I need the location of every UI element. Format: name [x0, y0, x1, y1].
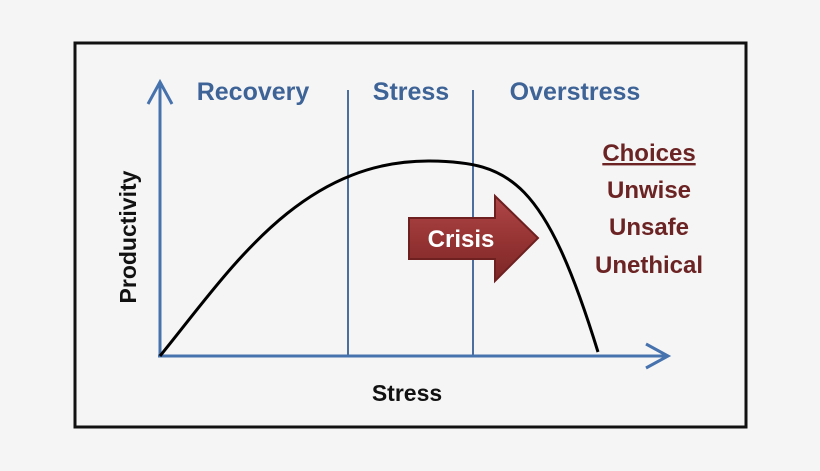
x-axis [158, 342, 672, 370]
y-axis [146, 78, 174, 356]
crisis-label: Crisis [428, 226, 495, 253]
crisis-arrow: Crisis [408, 193, 540, 284]
x-axis-label: Stress [372, 380, 442, 406]
y-axis-label: Productivity [115, 170, 141, 303]
choice-item: Unwise [607, 177, 691, 204]
choices-list: Choices Unwise Unsafe Unethical [595, 140, 703, 279]
choices-heading: Choices [602, 140, 695, 167]
zone-label-overstress: Overstress [510, 78, 641, 106]
choice-item: Unethical [595, 252, 703, 279]
zone-label-stress: Stress [373, 78, 449, 106]
productivity-curve [158, 159, 600, 357]
choice-item: Unsafe [609, 214, 689, 241]
zone-label-recovery: Recovery [197, 78, 310, 106]
